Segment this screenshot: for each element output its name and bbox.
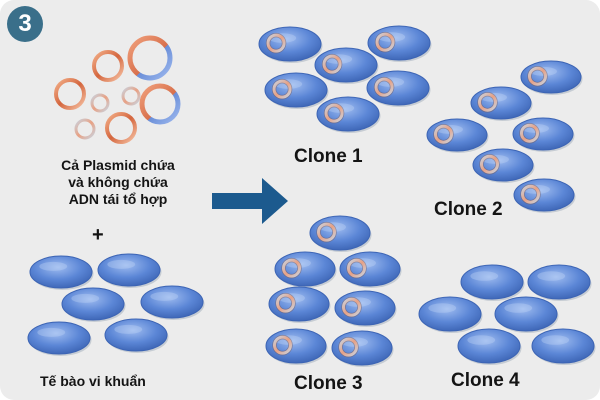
bacterium-4: [140, 285, 205, 320]
clone-4-cell-1: [460, 264, 525, 301]
clone-3-cell-1: [309, 215, 372, 252]
clone-3-label: Clone 3: [294, 373, 363, 394]
plasmid-caption-line-1: Cả Plasmid chứa: [61, 157, 175, 173]
clone-2-cell-2: [470, 86, 533, 121]
clone-1-colony: [258, 25, 432, 133]
bacterium-6: [104, 318, 169, 353]
clone-3-cell-2: [274, 251, 337, 288]
clone-2-colony: [426, 60, 583, 213]
plasmid-ring-4: [90, 93, 110, 113]
clone-1-cell-4: [264, 72, 329, 109]
clone-4-cell-4: [494, 296, 559, 333]
bacterium-1: [29, 255, 94, 290]
plasmid-ring-3: [54, 78, 86, 110]
clone-4-cell-3: [418, 296, 483, 333]
clone-3-cell-3: [339, 251, 402, 288]
clone-1-cell-2: [367, 25, 432, 62]
bacterium-5: [27, 321, 92, 356]
right-arrow-icon: [212, 178, 288, 224]
clone-4-label: Clone 4: [451, 370, 520, 391]
plasmid-ring-8: [74, 118, 96, 140]
plasmid-group: [54, 35, 181, 144]
clone-2-label: Clone 2: [434, 199, 503, 220]
plus-sign: +: [92, 224, 104, 246]
clone-4-cell-5: [457, 328, 522, 365]
clone-2-cell-4: [512, 117, 575, 152]
clone-3-cell-7: [331, 330, 394, 367]
clone-4-colony: [418, 264, 596, 365]
step-number: 3: [18, 10, 32, 37]
clone-2-cell-6: [513, 178, 576, 213]
bacteria-caption: Tế bào vi khuẩn: [40, 373, 146, 389]
bacteria-cell-group: [27, 253, 205, 356]
bacterium-2: [97, 253, 162, 288]
plasmid-caption-line-2: và không chứa: [68, 174, 168, 190]
clone-1-cell-6: [316, 96, 381, 133]
clone-4-cell-2: [527, 264, 592, 301]
plasmid-ring-1: [127, 35, 173, 81]
clone-3-cell-4: [268, 286, 331, 323]
clone-4-cell-6: [531, 328, 596, 365]
clone-3-cell-6: [265, 328, 328, 365]
plasmid-caption: Cả Plasmid chứa và không chứa ADN tái tổ…: [48, 157, 188, 208]
plasmid-ring-5: [121, 86, 141, 106]
plasmid-ring-6: [139, 83, 181, 125]
plasmid-caption-line-3: ADN tái tổ hợp: [68, 191, 168, 207]
step-number-badge: [7, 6, 43, 42]
clone-2-cell-5: [472, 148, 535, 183]
clone-1-cell-5: [366, 70, 431, 107]
plasmid-ring-7: [105, 112, 137, 144]
bacterium-3: [61, 287, 126, 322]
clone-2-cell-3: [426, 118, 489, 153]
clone-1-cell-3: [314, 47, 379, 84]
clone-1-cell-1: [258, 26, 323, 63]
plasmid-ring-2: [92, 50, 124, 82]
clone-3-colony: [265, 215, 402, 367]
clone-3-cell-5: [334, 290, 397, 327]
clone-2-cell-1: [520, 60, 583, 95]
clone-1-label: Clone 1: [294, 146, 363, 167]
